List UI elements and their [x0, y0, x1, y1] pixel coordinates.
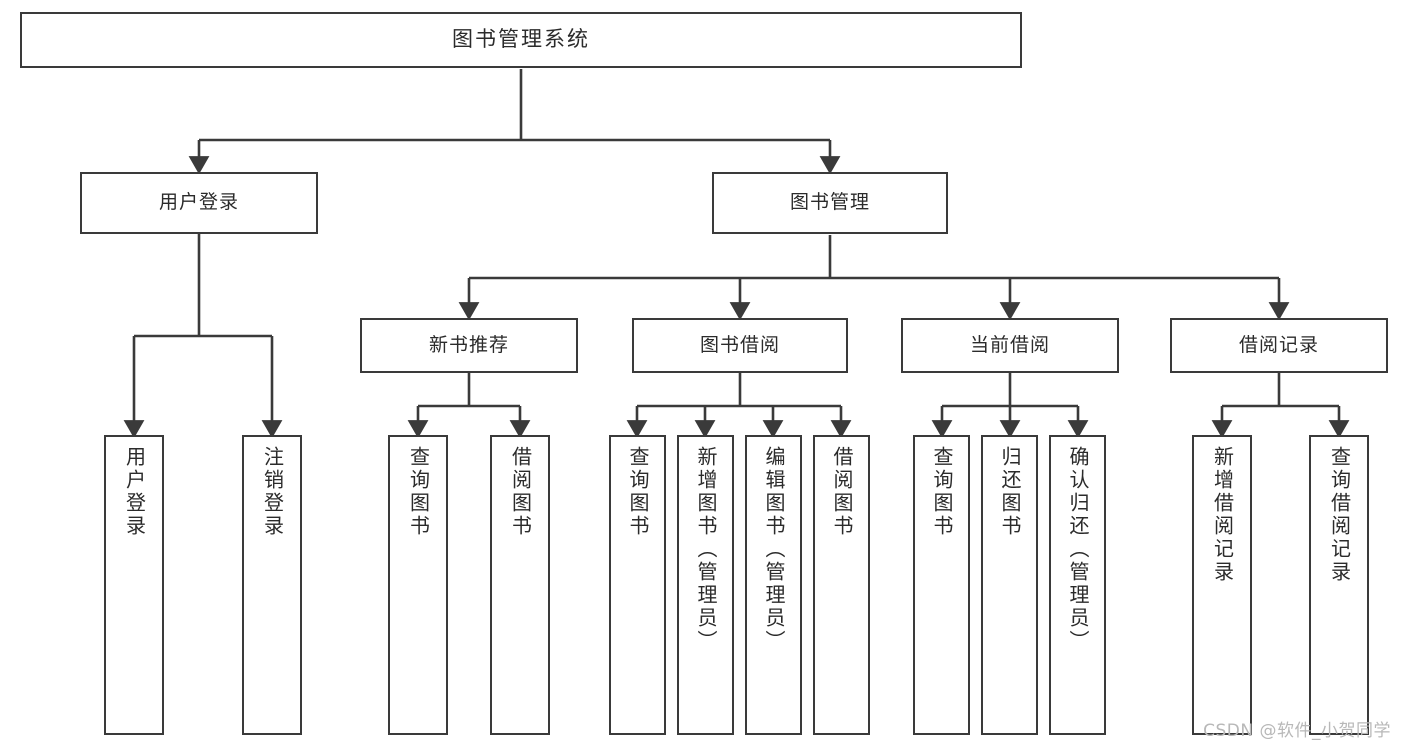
- node-current-borrow-label: 当前借阅: [969, 333, 1050, 356]
- node-leaf-confirm-return-admin-label: 确认归还（管理员）: [1066, 446, 1090, 653]
- node-leaf-return-book[interactable]: 归还图书: [981, 435, 1038, 735]
- node-new-book-rec[interactable]: 新书推荐: [360, 318, 578, 373]
- node-leaf-edit-book-admin[interactable]: 编辑图书（管理员）: [745, 435, 802, 735]
- node-new-book-rec-label: 新书推荐: [428, 333, 509, 356]
- node-leaf-user-login[interactable]: 用户登录: [104, 435, 164, 735]
- node-leaf-query-borrow-record[interactable]: 查询借阅记录: [1309, 435, 1369, 735]
- node-leaf-borrow-query-book-label: 查询图书: [626, 446, 650, 538]
- node-leaf-user-logout[interactable]: 注销登录: [242, 435, 302, 735]
- node-leaf-user-logout-label: 注销登录: [260, 446, 285, 538]
- node-leaf-add-book-admin[interactable]: 新增图书（管理员）: [677, 435, 734, 735]
- node-leaf-edit-book-admin-label: 编辑图书（管理员）: [762, 446, 786, 653]
- node-borrow-record-label: 借阅记录: [1238, 333, 1319, 356]
- node-leaf-user-login-label: 用户登录: [122, 446, 147, 538]
- watermark: CSDN @软件_小贺同学: [1203, 721, 1391, 741]
- node-leaf-return-book-label: 归还图书: [998, 446, 1022, 538]
- node-root[interactable]: 图书管理系统: [20, 12, 1022, 68]
- node-leaf-borrow-query-book[interactable]: 查询图书: [609, 435, 666, 735]
- node-leaf-confirm-return-admin[interactable]: 确认归还（管理员）: [1049, 435, 1106, 735]
- node-leaf-rec-borrow-book[interactable]: 借阅图书: [490, 435, 550, 735]
- node-leaf-cur-query-book[interactable]: 查询图书: [913, 435, 970, 735]
- node-user-login[interactable]: 用户登录: [80, 172, 318, 234]
- node-book-manage[interactable]: 图书管理: [712, 172, 948, 234]
- node-leaf-rec-borrow-book-label: 借阅图书: [508, 446, 533, 538]
- node-leaf-add-borrow-record[interactable]: 新增借阅记录: [1192, 435, 1252, 735]
- node-borrow-record[interactable]: 借阅记录: [1170, 318, 1388, 373]
- node-book-manage-label: 图书管理: [789, 191, 870, 214]
- node-root-label: 图书管理系统: [452, 27, 590, 52]
- node-leaf-rec-query-book[interactable]: 查询图书: [388, 435, 448, 735]
- node-leaf-rec-query-book-label: 查询图书: [406, 446, 431, 538]
- node-leaf-add-book-admin-label: 新增图书（管理员）: [694, 446, 718, 653]
- node-leaf-query-borrow-record-label: 查询借阅记录: [1327, 446, 1352, 584]
- node-leaf-borrow-book[interactable]: 借阅图书: [813, 435, 870, 735]
- node-book-borrow[interactable]: 图书借阅: [632, 318, 848, 373]
- node-leaf-cur-query-book-label: 查询图书: [930, 446, 954, 538]
- node-user-login-label: 用户登录: [158, 191, 239, 214]
- node-leaf-add-borrow-record-label: 新增借阅记录: [1210, 446, 1235, 584]
- node-book-borrow-label: 图书借阅: [699, 333, 780, 356]
- node-leaf-borrow-book-label: 借阅图书: [830, 446, 854, 538]
- node-current-borrow[interactable]: 当前借阅: [901, 318, 1119, 373]
